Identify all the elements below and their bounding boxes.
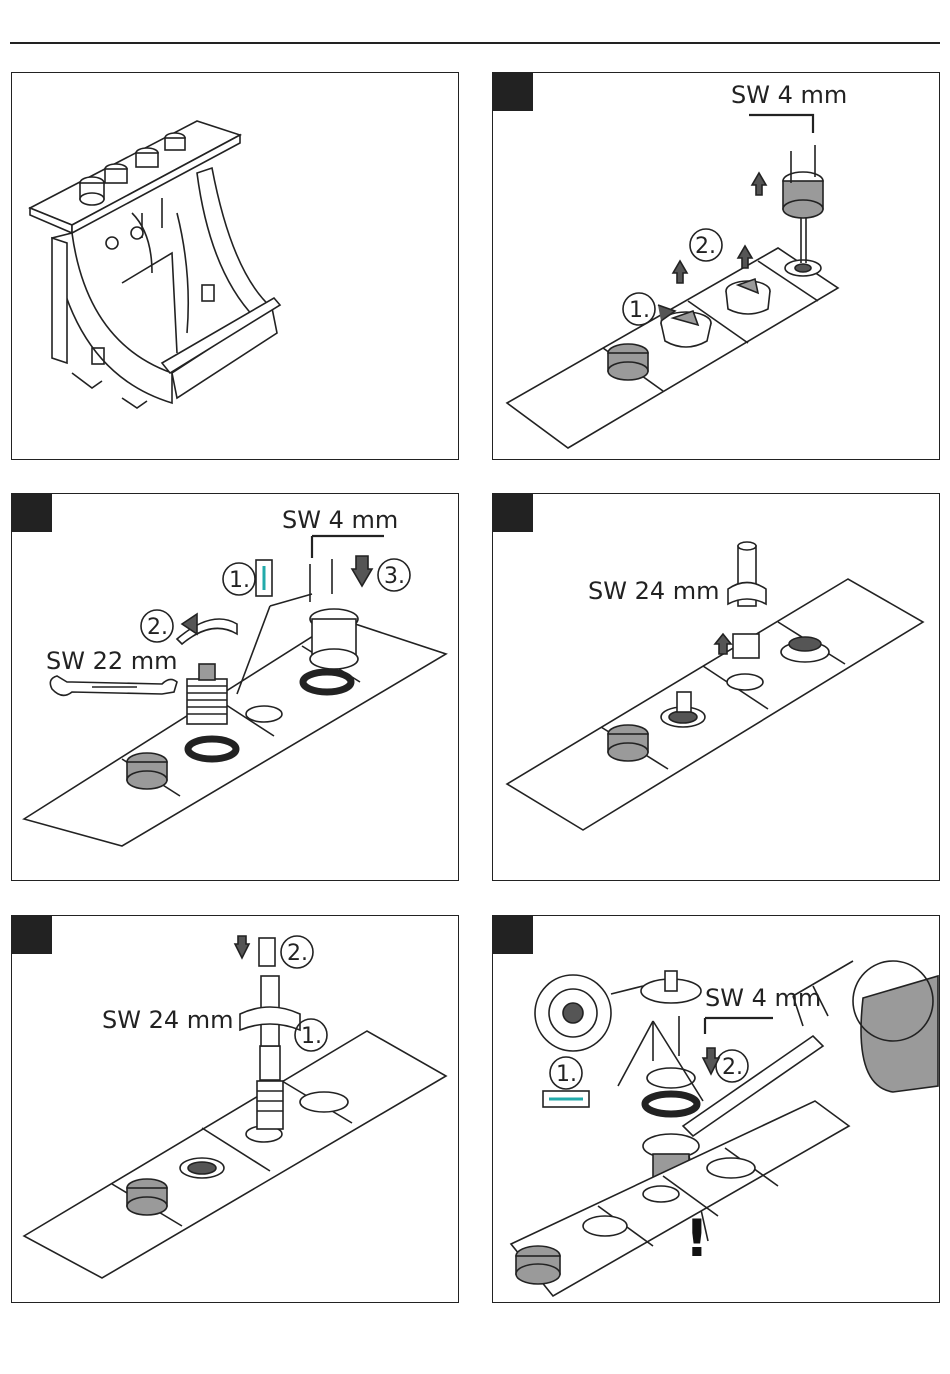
step-1-label: 1. — [629, 298, 650, 323]
mounting-box-illustration — [12, 73, 459, 460]
arrow-up-icon — [752, 173, 766, 195]
step-3-illustration: SW 4 mm SW 22 mm 1. — [12, 494, 459, 881]
allen-key-icon — [705, 1018, 773, 1034]
step-2-label: 2. — [722, 1055, 743, 1080]
allen-key-icon — [749, 115, 813, 133]
arrow-up-icon — [673, 261, 687, 283]
step-1-label: 1. — [301, 1024, 322, 1049]
step-6-illustration: SW 4 mm ! — [493, 916, 940, 1303]
wrench-size-label: SW 4 mm — [731, 81, 847, 109]
step-4-illustration: SW 24 mm — [493, 494, 940, 881]
step-1-label: 1. — [229, 568, 250, 593]
page-top-rule — [10, 42, 940, 44]
cartridge-icon — [259, 938, 275, 966]
wrench-size-label-large: SW 22 mm — [46, 647, 178, 675]
open-end-wrench-icon — [50, 676, 177, 695]
step-5-illustration: SW 24 mm 2. 1. — [12, 916, 459, 1303]
arrow-down-icon — [352, 556, 372, 586]
wrench-size-label: SW 24 mm — [102, 1006, 234, 1034]
allen-key-icon — [312, 536, 384, 558]
step-3-label: 3. — [384, 564, 405, 589]
step-1-label: 1. — [556, 1062, 577, 1087]
wrench-size-label: SW 4 mm — [705, 984, 821, 1012]
step-2-label: 2. — [695, 234, 716, 259]
panel-step-2: SW 4 mm 2. 1. — [492, 72, 940, 460]
panel-overview — [11, 72, 459, 460]
arrow-down-icon — [235, 936, 249, 958]
step-2-label: 2. — [287, 941, 308, 966]
panel-step-5: SW 24 mm 2. 1. — [11, 915, 459, 1303]
step-2-label: 2. — [147, 615, 168, 640]
panel-step-3: SW 4 mm SW 22 mm 1. — [11, 493, 459, 881]
wrench-size-label: SW 4 mm — [282, 506, 398, 534]
wrench-size-label: SW 24 mm — [588, 577, 720, 605]
panel-step-6: SW 4 mm ! — [492, 915, 940, 1303]
panel-step-4: SW 24 mm — [492, 493, 940, 881]
step-2-illustration: SW 4 mm 2. 1. — [493, 73, 940, 460]
